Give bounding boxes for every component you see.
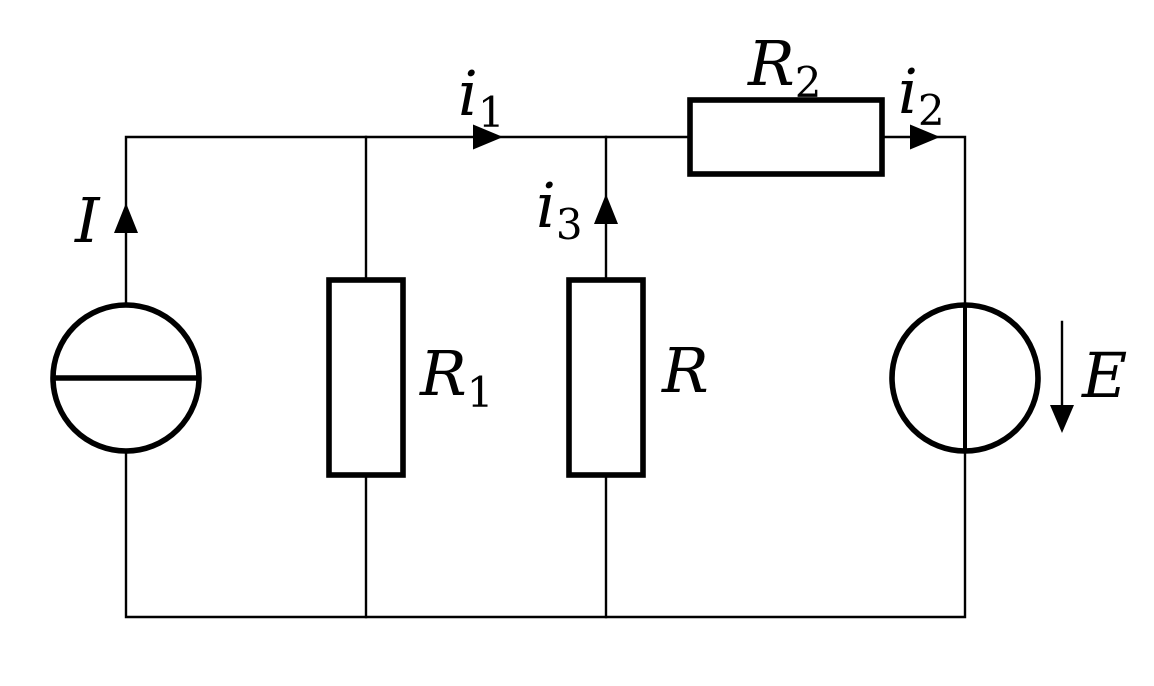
label-resistor-r2: R2: [747, 27, 821, 107]
emf-arrowhead-icon: [1050, 405, 1074, 433]
resistor-r-body: [566, 277, 646, 478]
label-current-i1-sub: 1: [478, 88, 505, 137]
resistor-r2-body: [687, 97, 885, 177]
label-current-i1: i1: [458, 57, 505, 137]
label-resistor-r1: R1: [419, 337, 493, 417]
wire-bottom-loop: [124, 449, 967, 619]
arrowheads: [114, 124, 1074, 433]
source-current-arrowhead-icon: [114, 203, 138, 233]
i1-arrowhead-icon: [473, 124, 503, 150]
label-current-i2-sub: 2: [918, 86, 945, 135]
label-source-current: I: [74, 184, 101, 257]
label-current-i2-base: i: [898, 55, 918, 128]
i3-arrowhead-icon: [594, 194, 618, 224]
i2-arrowhead-icon: [910, 124, 940, 150]
label-current-i1-base: i: [458, 57, 478, 130]
resistor-r1-body: [326, 277, 406, 478]
label-resistor-r1-base: R: [419, 337, 467, 410]
label-resistor-r1-sub: 1: [467, 368, 494, 417]
label-current-i3-sub: 3: [556, 200, 583, 249]
components: [50, 97, 1041, 478]
label-current-i2: i2: [898, 55, 945, 135]
label-current-i3-base: i: [536, 169, 556, 242]
label-resistor-r: R: [661, 334, 709, 407]
label-current-i3: i3: [536, 169, 583, 249]
label-source-emf: E: [1081, 339, 1127, 412]
label-resistor-r2-sub: 2: [795, 58, 822, 107]
label-resistor-r2-base: R: [747, 27, 795, 100]
